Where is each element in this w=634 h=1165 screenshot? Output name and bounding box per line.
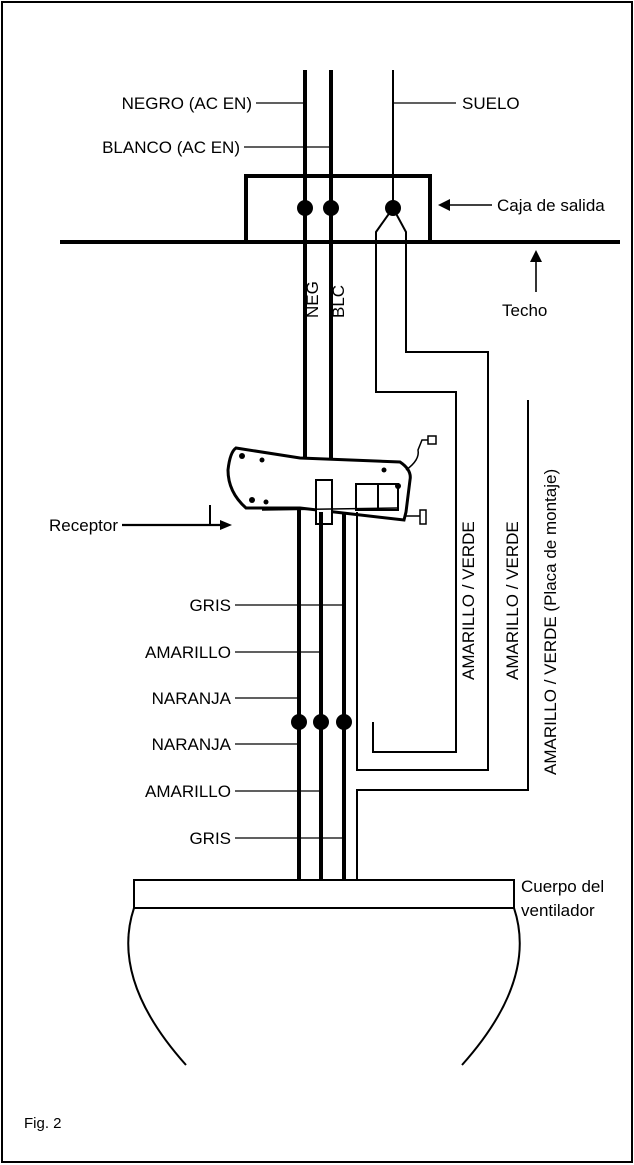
label-neg: NEG: [303, 281, 322, 318]
label-negro: NEGRO (AC EN): [122, 94, 252, 113]
connector-lower-1: [291, 714, 307, 730]
connector-lower-3: [336, 714, 352, 730]
connector-lower-2: [313, 714, 329, 730]
wire-ground-yellow-green-2: [356, 207, 489, 771]
label-amarillo2: AMARILLO: [145, 782, 231, 801]
label-av1: AMARILLO / VERDE: [459, 521, 478, 680]
label-neg-group: NEG: [303, 281, 322, 318]
label-suelo: SUELO: [462, 94, 520, 113]
label-gris1: GRIS: [189, 596, 231, 615]
caja-arrow-head: [438, 199, 450, 211]
label-naranja1: NARANJA: [152, 689, 232, 708]
fan-body: [127, 879, 521, 1066]
label-naranja2: NARANJA: [152, 735, 232, 754]
figure-caption: Fig. 2: [24, 1115, 62, 1132]
wire-ground-yellow-green-1: [372, 207, 457, 753]
label-av1-group: AMARILLO / VERDE: [459, 521, 478, 680]
label-blc: BLC: [329, 285, 348, 318]
wire-ground-yellow-green-3: [356, 400, 529, 885]
connector-white: [323, 200, 339, 216]
connector-black: [297, 200, 313, 216]
label-receptor: Receptor: [49, 516, 118, 535]
label-av3: AMARILLO / VERDE (Placa de montaje): [541, 469, 560, 775]
label-blc-group: BLC: [329, 285, 348, 318]
label-caja: Caja de salida: [497, 196, 605, 215]
label-cuerpo-line2: ventilador: [521, 901, 595, 920]
receptor-unit: [226, 435, 437, 525]
label-amarillo1: AMARILLO: [145, 643, 231, 662]
techo-arrow-head: [530, 250, 542, 262]
label-av2-group: AMARILLO / VERDE: [503, 521, 522, 680]
receptor-arrow-head: [220, 520, 232, 530]
label-av3-group: AMARILLO / VERDE (Placa de montaje): [541, 469, 560, 775]
label-cuerpo-line1: Cuerpo del: [521, 877, 604, 896]
label-av2: AMARILLO / VERDE: [503, 521, 522, 680]
label-gris2: GRIS: [189, 829, 231, 848]
label-blanco: BLANCO (AC EN): [102, 138, 240, 157]
label-techo: Techo: [502, 301, 547, 320]
